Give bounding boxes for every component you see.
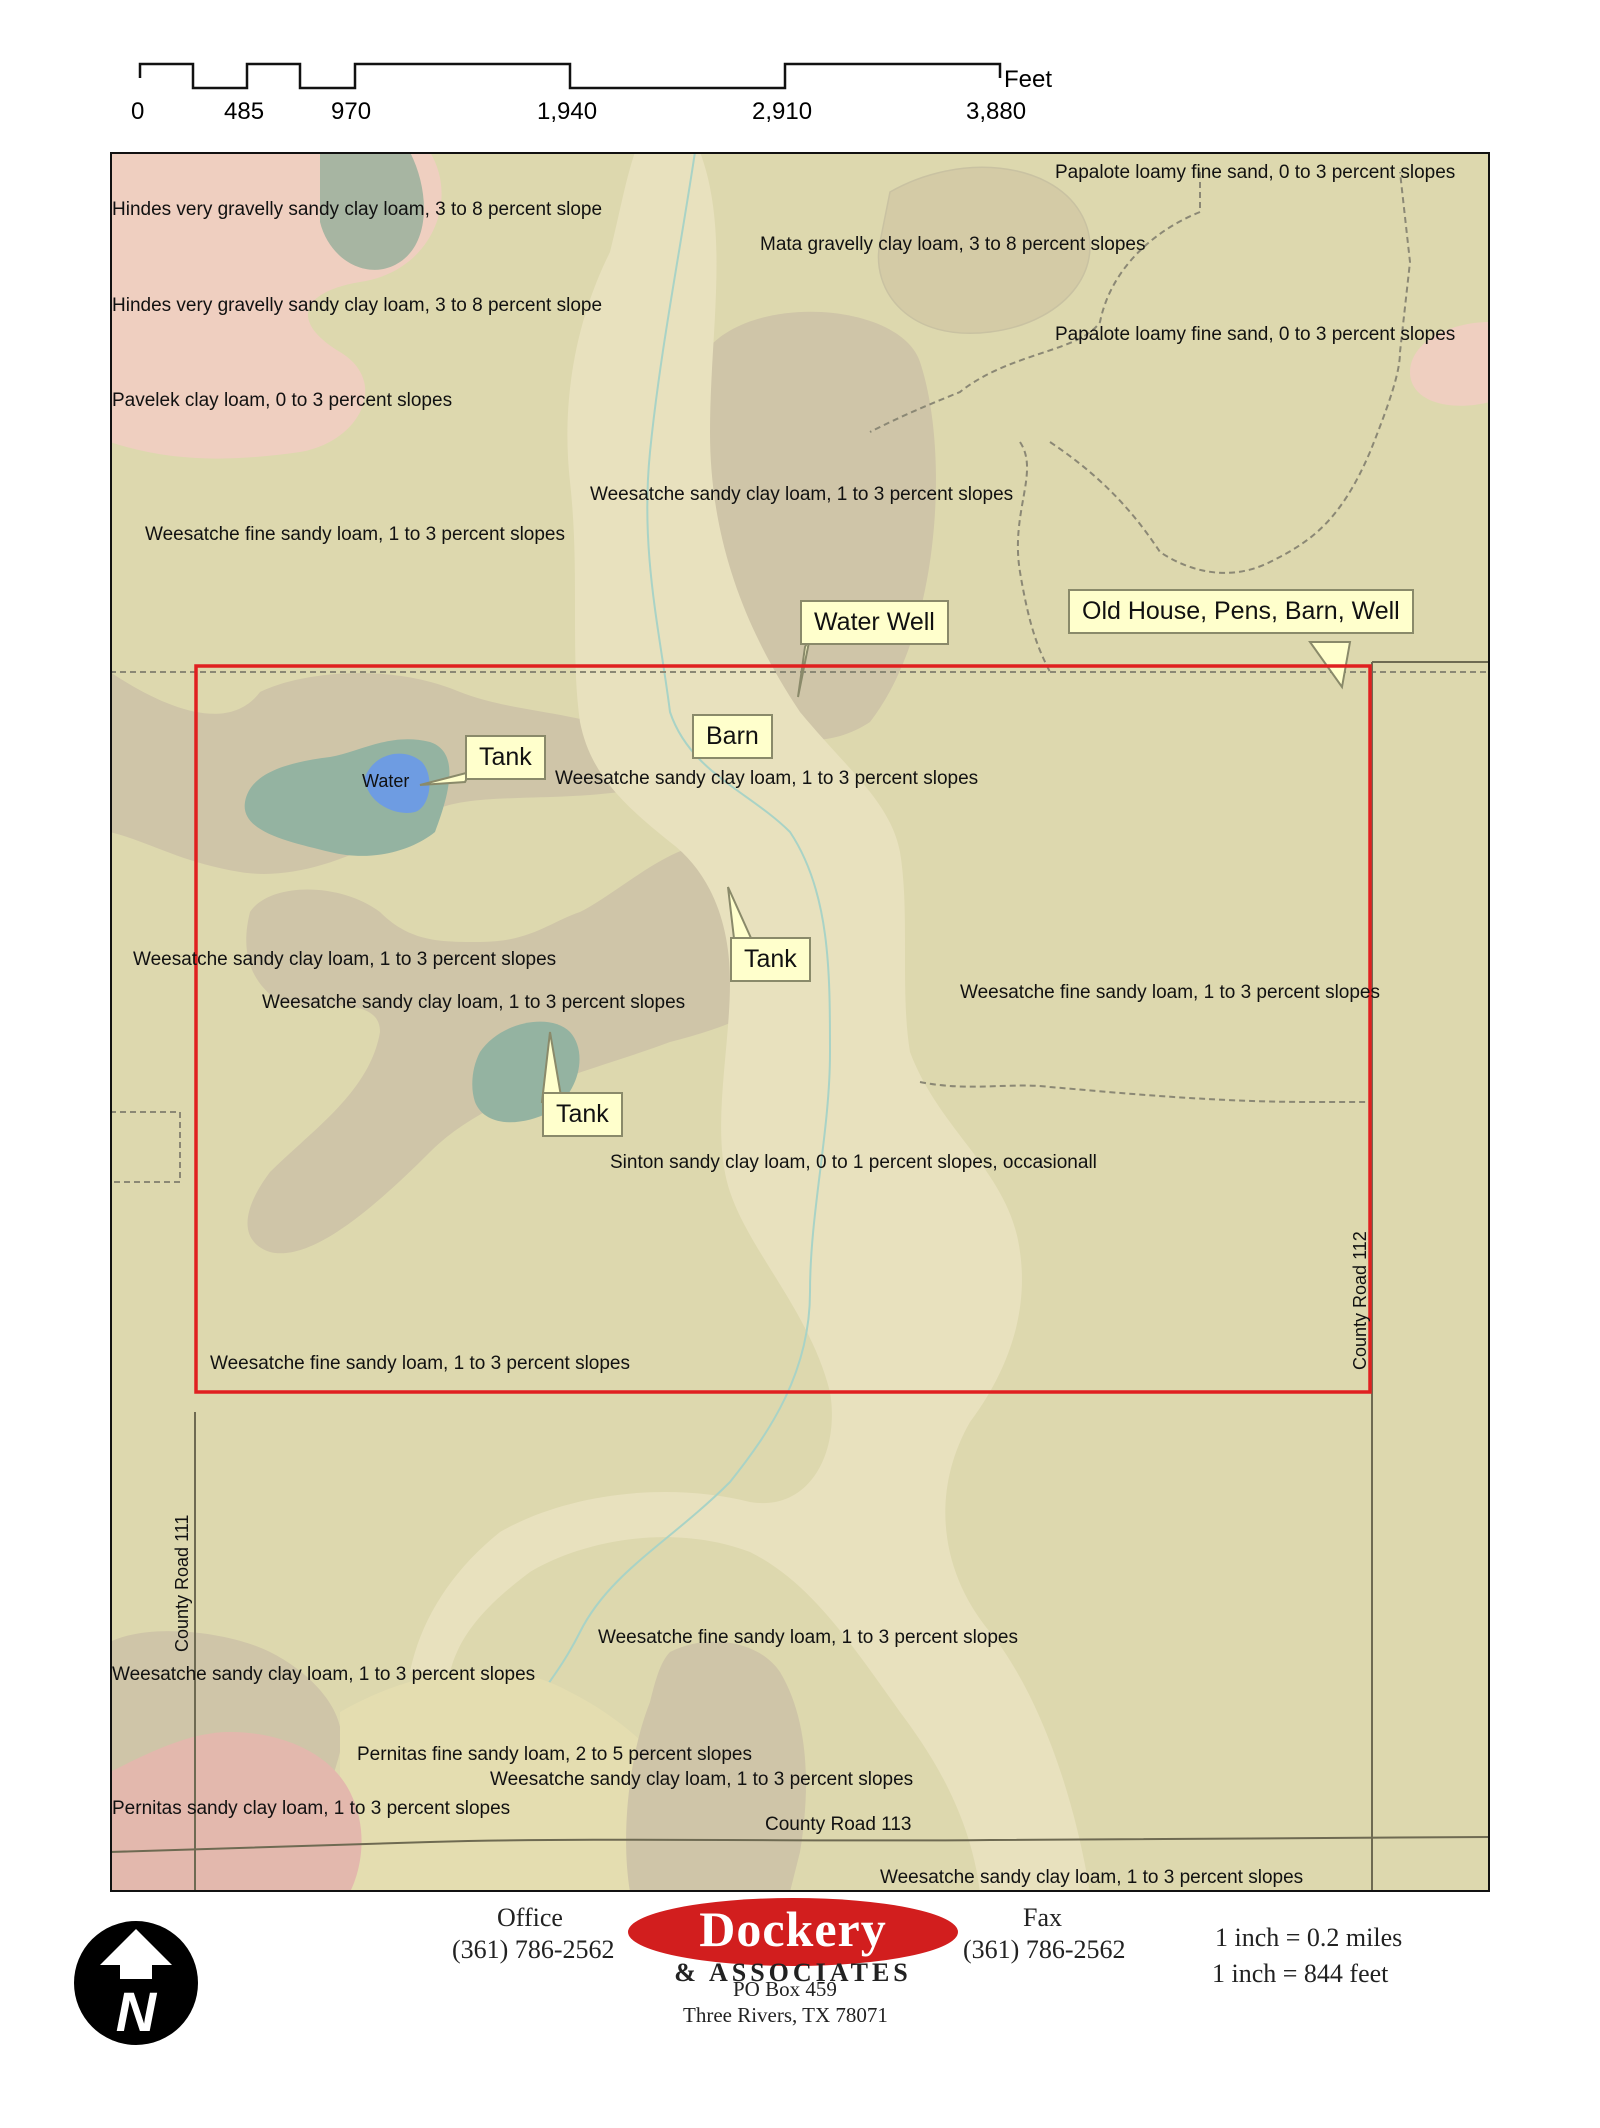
label-sinton: Sinton sandy clay loam, 0 to 1 percent s… xyxy=(610,1152,1097,1173)
label-papalote-2: Papalote loamy fine sand, 0 to 3 percent… xyxy=(1055,324,1456,345)
scale-bar: Feet 0 485 970 1,940 2,910 3,880 xyxy=(0,0,1600,150)
soil-map-graphic xyxy=(110,152,1490,1892)
label-weesatche-scl-5: Weesatche sandy clay loam, 1 to 3 percen… xyxy=(112,1664,536,1685)
label-hindes-1: Hindes very gravelly sandy clay loam, 3 … xyxy=(112,199,603,220)
soil-map: Papalote loamy fine sand, 0 to 3 percent… xyxy=(110,152,1490,1892)
property-boundary xyxy=(194,664,1372,1394)
label-weesatche-fsl-1: Weesatche fine sandy loam, 1 to 3 percen… xyxy=(145,524,566,545)
scale-feet: 1 inch = 844 feet xyxy=(1212,1959,1389,1988)
label-water: Water xyxy=(362,771,410,791)
pernitas-scl-area xyxy=(110,1732,362,1892)
label-mata: Mata gravelly clay loam, 3 to 8 percent … xyxy=(760,234,1146,255)
label-weesatche-scl-3: Weesatche sandy clay loam, 1 to 3 percen… xyxy=(133,949,557,970)
svg-text:N: N xyxy=(116,1980,158,2043)
fax-phone: (361) 786-2562 xyxy=(963,1935,1126,1964)
callout-water-well: Water Well xyxy=(800,600,949,645)
fence-west xyxy=(110,1111,181,1183)
stream-line xyxy=(529,152,832,1713)
hindes-gray-patch xyxy=(320,152,424,270)
fence-east xyxy=(919,1081,1370,1103)
callout-tank-1: Tank xyxy=(465,735,546,780)
county-road-113-line xyxy=(110,1836,1490,1853)
label-weesatche-scl-1: Weesatche sandy clay loam, 1 to 3 percen… xyxy=(590,484,1014,505)
trail-central xyxy=(1016,441,1051,673)
callout-old-house: Old House, Pens, Barn, Well xyxy=(1068,589,1414,634)
papalote-pink-area xyxy=(1410,322,1490,406)
label-weesatche-fsl-3: Weesatche fine sandy loam, 1 to 3 percen… xyxy=(210,1353,631,1374)
label-pernitas-fsl: Pernitas fine sandy loam, 2 to 5 percent… xyxy=(357,1744,753,1765)
trail-north xyxy=(869,172,1201,433)
label-weesatche-scl-6: Weesatche sandy clay loam, 1 to 3 percen… xyxy=(490,1769,914,1790)
scale-tick-0: 0 xyxy=(131,98,145,125)
city-address: Three Rivers, TX 78071 xyxy=(683,2003,888,2027)
office-label: Office xyxy=(497,1903,563,1932)
scale-tick-1940: 1,940 xyxy=(537,98,598,125)
scale-tick-2910: 2,910 xyxy=(752,98,813,125)
trail-east xyxy=(1049,171,1412,574)
water-area xyxy=(365,753,430,813)
label-weesatche-fsl-2: Weesatche fine sandy loam, 1 to 3 percen… xyxy=(960,982,1381,1003)
callout-tank-3: Tank xyxy=(542,1092,623,1137)
po-box: PO Box 459 xyxy=(733,1977,837,2001)
scale-unit: Feet xyxy=(1004,66,1053,93)
label-weesatche-scl-4: Weesatche sandy clay loam, 1 to 3 percen… xyxy=(262,992,686,1013)
label-weesatche-fsl-4: Weesatche fine sandy loam, 1 to 3 percen… xyxy=(598,1627,1019,1648)
scale-tick-970: 970 xyxy=(331,98,372,125)
company-logo xyxy=(628,1898,958,1966)
office-phone: (361) 786-2562 xyxy=(452,1935,615,1964)
label-papalote-1: Papalote loamy fine sand, 0 to 3 percent… xyxy=(1055,162,1456,183)
label-weesatche-scl-7: Weesatche sandy clay loam, 1 to 3 percen… xyxy=(880,1867,1304,1888)
mata-soil-area xyxy=(877,166,1091,334)
label-hindes-2: Hindes very gravelly sandy clay loam, 3 … xyxy=(112,295,603,316)
callout-barn: Barn xyxy=(692,714,773,759)
map-frame-border xyxy=(110,152,1490,1892)
company-name: Dockery xyxy=(699,1901,887,1957)
label-pavelek: Pavelek clay loam, 0 to 3 percent slopes xyxy=(112,390,453,411)
label-weesatche-scl-2: Weesatche sandy clay loam, 1 to 3 percen… xyxy=(555,768,979,789)
pernitas-fsl-area xyxy=(340,1670,705,1892)
weesatche-scl-south-middle xyxy=(626,1641,806,1892)
company-sub: & ASSOCIATES xyxy=(674,1958,912,1987)
north-arrow-icon: N xyxy=(74,1921,198,2045)
fax-label: Fax xyxy=(1023,1903,1062,1932)
callout-tank-2: Tank xyxy=(730,937,811,982)
scale-miles: 1 inch = 0.2 miles xyxy=(1215,1923,1403,1952)
scale-tick-485: 485 xyxy=(224,98,265,125)
scale-bar-graphic xyxy=(138,62,1002,90)
sinton-soil-corridor xyxy=(410,152,1090,1892)
label-pernitas-scl: Pernitas sandy clay loam, 1 to 3 percent… xyxy=(112,1798,511,1819)
label-county-road-112: County Road 112 xyxy=(1350,1231,1370,1370)
label-county-road-113: County Road 113 xyxy=(765,1814,912,1835)
scale-tick-3880: 3,880 xyxy=(966,98,1027,125)
label-county-road-111: County Road 111 xyxy=(172,1514,192,1652)
footer: N Office (361) 786-2562 Fax (361) 786-25… xyxy=(0,1895,1600,2128)
